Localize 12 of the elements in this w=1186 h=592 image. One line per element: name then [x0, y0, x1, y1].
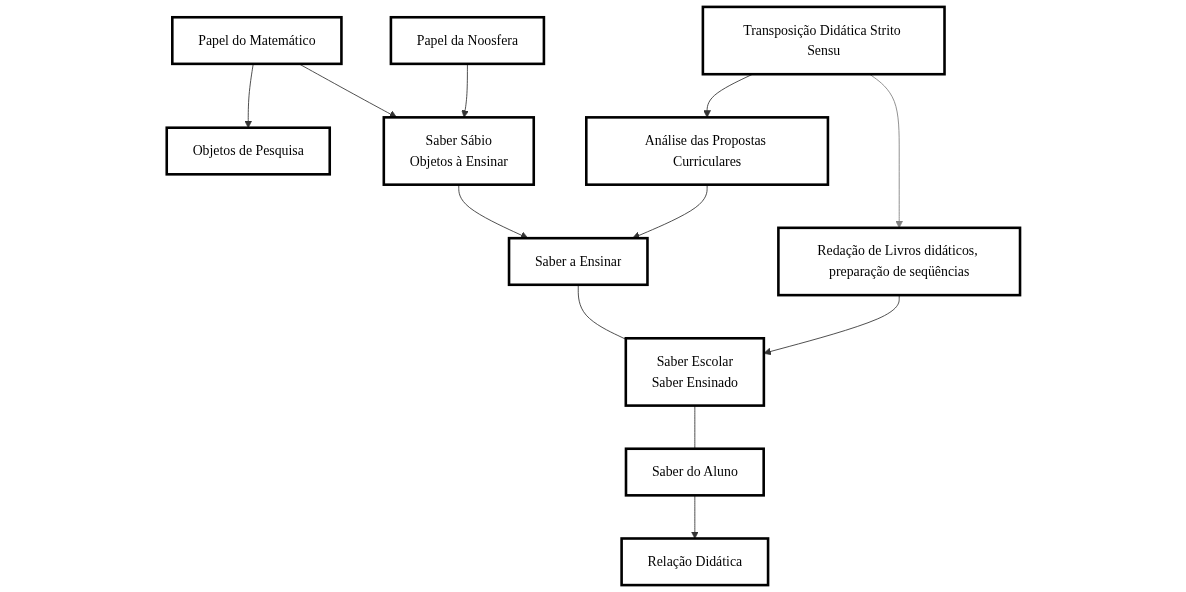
node-box: Saber a Ensinar — [507, 236, 649, 287]
node-box: Redação de Livros didáticos, preparação de seqüências — [776, 226, 1021, 297]
connector — [577, 284, 626, 340]
node-box: Saber Escolar Saber Ensinado — [624, 337, 765, 407]
node-box: Saber do Aluno — [624, 447, 765, 497]
node-box: Papel do Matemático — [170, 15, 343, 66]
node-box: Análise das Propostas Curriculares — [584, 116, 829, 186]
node-box: Saber Sábio Objetos à Ensinar — [382, 116, 535, 186]
node-box: Relação Didática — [619, 537, 769, 587]
node-box: Papel da Noosfera — [389, 15, 545, 66]
node-box: Transposição Didática Strito Sensu — [701, 5, 946, 76]
node-box: Objetos de Pesquisa — [165, 126, 331, 176]
